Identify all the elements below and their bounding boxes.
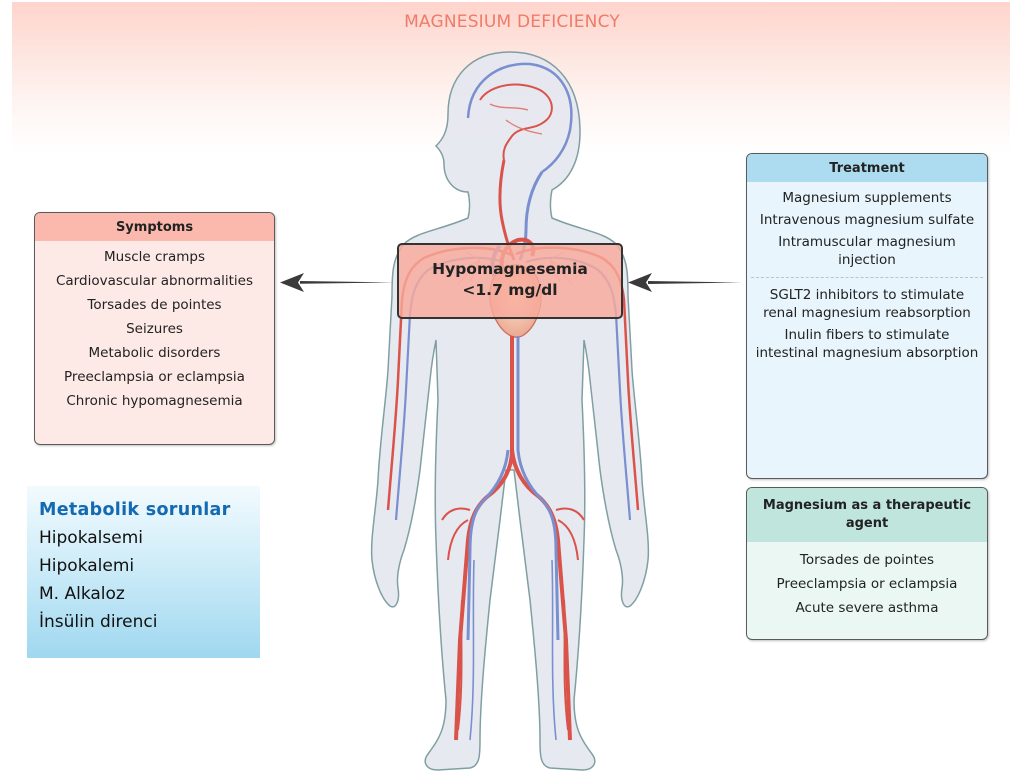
therapeutic-item: Acute severe asthma: [795, 600, 939, 616]
symptom-item: Cardiovascular abnormalities: [55, 273, 253, 289]
symptom-item: Muscle cramps: [103, 249, 205, 265]
treatment-item: SGLT2 inhibitors to stimulate renal magn…: [763, 287, 971, 321]
symptom-item: Torsades de pointes: [87, 297, 222, 313]
symptom-item: Chronic hypomagnesemia: [66, 393, 243, 409]
treatment-header: Treatment: [747, 154, 987, 182]
treatment-item: Intramuscular magnesium injection: [778, 234, 956, 268]
symptom-item: Metabolic disorders: [88, 345, 221, 361]
arrow-left-to-symptoms-icon: [280, 273, 394, 292]
treatment-item: Magnesium supplements: [782, 190, 952, 206]
metabolic-item: Hipokalsemi: [39, 528, 143, 548]
central-threshold: <1.7 mg/dl: [462, 281, 558, 299]
metabolic-item: Hipokalemi: [39, 556, 135, 576]
symptoms-header: Symptoms: [35, 213, 274, 241]
diagram-title: MAGNESIUM DEFICIENCY: [404, 12, 620, 32]
treatment-item: Inulin fibers to stimulate intestinal ma…: [755, 327, 979, 361]
treatment-divider: [751, 277, 983, 278]
hypomagnesemia-box: Hypomagnesemia <1.7 mg/dl: [397, 243, 623, 319]
therapeutic-item: Torsades de pointes: [799, 552, 935, 568]
metabolic-item: M. Alkaloz: [39, 584, 125, 604]
symptoms-box: Symptoms Muscle cramps Cardiovascular ab…: [34, 212, 275, 445]
therapeutic-agent-box: Magnesium as a therapeutic agent Torsade…: [746, 487, 988, 640]
treatment-item: Intravenous magnesium sulfate: [759, 212, 975, 228]
metabolic-problems-panel: Metabolik sorunlar Hipokalsemi Hipokalem…: [27, 486, 260, 658]
therapeutic-item: Preeclampsia or eclampsia: [776, 576, 958, 592]
central-label: Hypomagnesemia: [432, 260, 588, 278]
arrow-left-from-treatment-icon: [628, 273, 742, 292]
metabolic-header: Metabolik sorunlar: [39, 500, 231, 520]
symptom-item: Preeclampsia or eclampsia: [64, 369, 245, 385]
symptom-item: Seizures: [126, 321, 183, 337]
treatment-box: Treatment Magnesium supplements Intraven…: [746, 153, 988, 479]
human-body-illustration: [370, 51, 650, 771]
metabolic-item: İnsülin direnci: [39, 612, 158, 632]
therapeutic-header: Magnesium as a therapeutic agent: [747, 488, 987, 542]
